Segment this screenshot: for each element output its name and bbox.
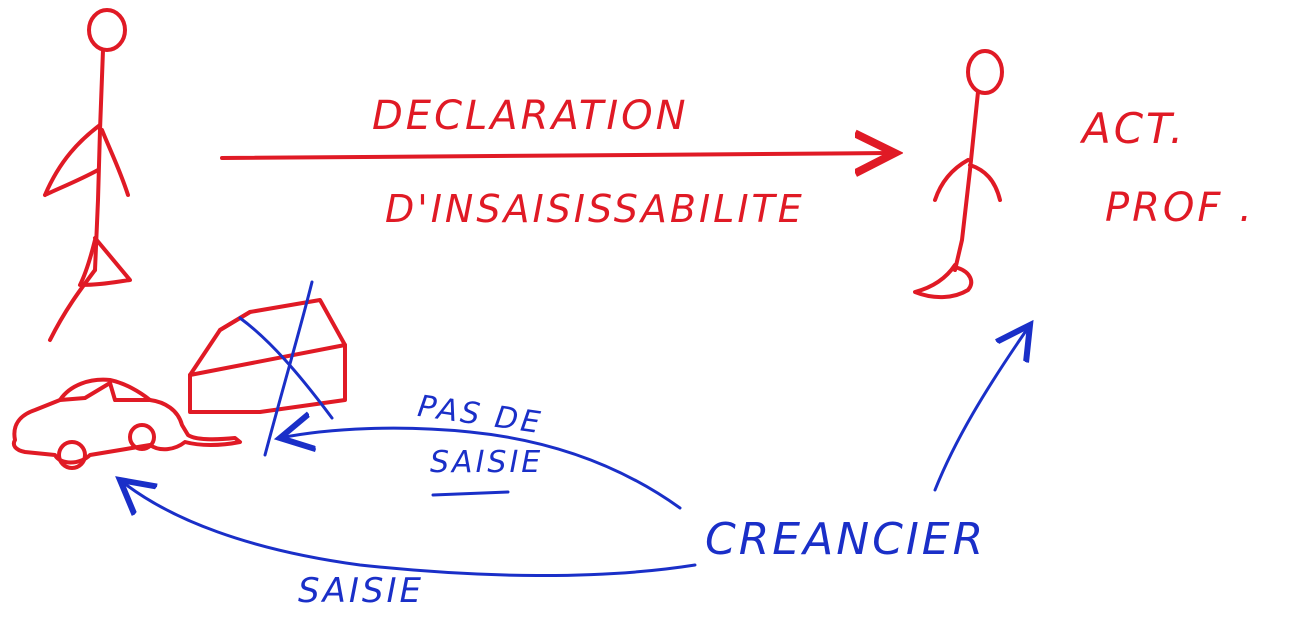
stick-figure-left — [43, 8, 132, 342]
cross-out-line-a — [238, 316, 334, 420]
saisie-label: SAISIE — [298, 571, 424, 611]
car-windows — [58, 381, 152, 402]
arm-left-a — [43, 123, 102, 197]
arms-right — [933, 158, 1002, 202]
act-label: ACT. — [1082, 104, 1187, 153]
car-drawing — [11, 377, 242, 470]
car-body — [11, 377, 242, 465]
creancier-label: CREANCIER — [705, 514, 987, 565]
leg-left — [48, 268, 97, 342]
feet-right — [913, 263, 974, 299]
body-left — [93, 48, 105, 272]
insaisissabilite-label: D'INSAISISSABILITE — [385, 187, 805, 231]
cross-out-line-b — [263, 280, 314, 457]
head-left — [87, 8, 127, 52]
house-roofline — [188, 310, 347, 377]
saisie-small-label: SAISIE — [430, 445, 544, 480]
car-wheel-front — [57, 440, 87, 470]
house-drawing — [188, 298, 347, 414]
saisie-arrow — [120, 480, 697, 578]
house-outline — [188, 298, 347, 414]
prof-label: PROF . — [1105, 185, 1255, 231]
body-right — [953, 90, 980, 272]
saisie-underline — [431, 490, 510, 497]
arm-left-b — [100, 128, 130, 197]
pas-de-saisie-arrow — [280, 428, 682, 510]
declaration-arrow — [220, 153, 895, 158]
declaration-label: DECLARATION — [372, 93, 689, 139]
head-right — [966, 49, 1004, 95]
car-wheel-back — [128, 423, 156, 451]
creancier-to-act-prof-arrow — [933, 325, 1030, 492]
foot-left — [78, 236, 132, 287]
stick-figure-right — [913, 49, 1004, 299]
